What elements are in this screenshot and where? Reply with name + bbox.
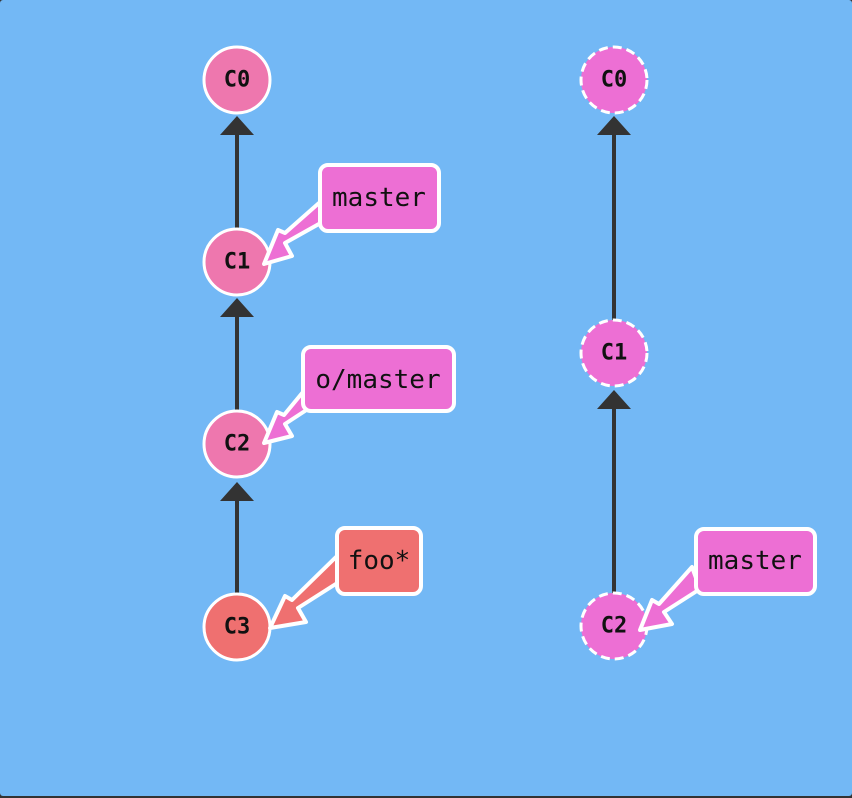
remote-commit-c1[interactable]: C1 (579, 318, 649, 388)
branch-foo-head[interactable]: foo* (268, 526, 423, 630)
remote-commit-c0[interactable]: C0 (579, 45, 649, 115)
branch-label: master (708, 546, 802, 576)
branch-label-box (318, 163, 441, 233)
local-commit-c3[interactable]: C3 (202, 592, 272, 662)
local-repo-tree: C0 C1 C2 C3 master (202, 45, 456, 662)
commit-label: C3 (224, 615, 251, 640)
branch-label-box (335, 526, 423, 596)
local-commit-c0[interactable]: C0 (202, 45, 272, 115)
branch-label-box (301, 345, 456, 413)
branch-pointer-arrow (638, 565, 702, 632)
branch-label-box (694, 527, 817, 596)
commit-label: C2 (601, 614, 628, 639)
branch-master[interactable]: master (262, 163, 441, 266)
arrowhead-to-c1 (597, 390, 631, 409)
arrowhead-to-c2 (220, 482, 254, 501)
commit-label: C1 (224, 250, 251, 275)
commit-node (202, 409, 272, 479)
remote-commit-c2[interactable]: C2 (579, 591, 649, 661)
arrowhead-to-c1 (220, 298, 254, 317)
branch-label: master (332, 183, 426, 213)
commit-node (579, 318, 649, 388)
commit-label: C0 (601, 68, 628, 93)
arrowhead-to-c0 (597, 116, 631, 135)
commit-node (579, 45, 649, 115)
commit-node (202, 45, 272, 115)
commit-label: C2 (224, 432, 251, 457)
commit-label: C1 (601, 341, 628, 366)
arrowhead-to-c0 (220, 116, 254, 135)
branch-o-master[interactable]: o/master (262, 345, 456, 445)
commit-label: C0 (224, 68, 251, 93)
remote-repo-tree: C0 C1 C2 master (579, 45, 817, 661)
local-commit-c1[interactable]: C1 (202, 227, 272, 297)
branch-pointer-arrow (268, 555, 344, 630)
local-commit-c2[interactable]: C2 (202, 409, 272, 479)
branch-label: o/master (315, 365, 440, 395)
remote-branch-master[interactable]: master (638, 527, 817, 632)
branch-label: foo* (348, 546, 411, 576)
